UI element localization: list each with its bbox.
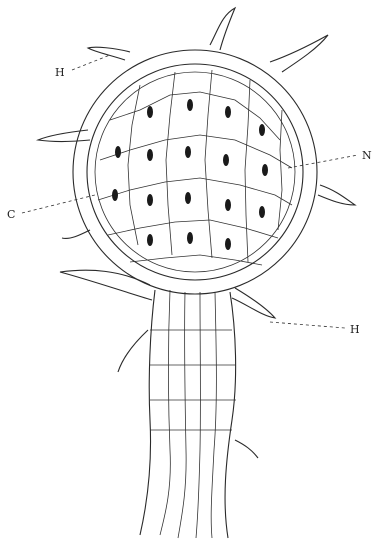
label-h-right: H bbox=[350, 323, 360, 336]
stalk bbox=[140, 290, 236, 538]
sphere bbox=[73, 50, 317, 294]
hyphae bbox=[38, 8, 355, 458]
label-n: N bbox=[362, 149, 372, 162]
leader-lines bbox=[22, 55, 358, 328]
label-h-top: H bbox=[55, 66, 65, 79]
label-c: C bbox=[7, 208, 15, 221]
